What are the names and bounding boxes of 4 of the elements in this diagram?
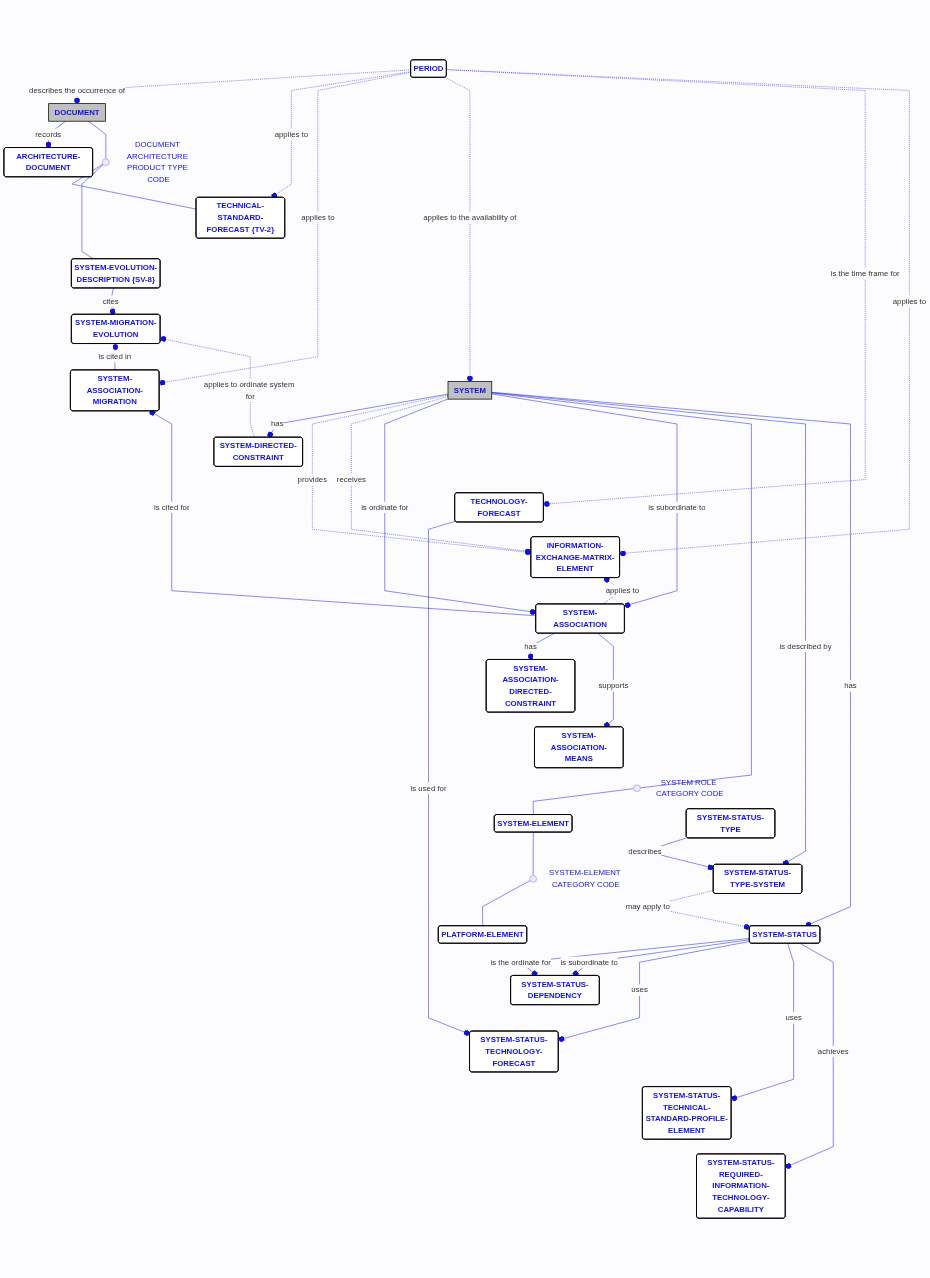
connector xyxy=(491,392,752,789)
node-circle xyxy=(529,875,537,883)
node-circle xyxy=(633,784,641,792)
node-circle xyxy=(102,158,110,166)
